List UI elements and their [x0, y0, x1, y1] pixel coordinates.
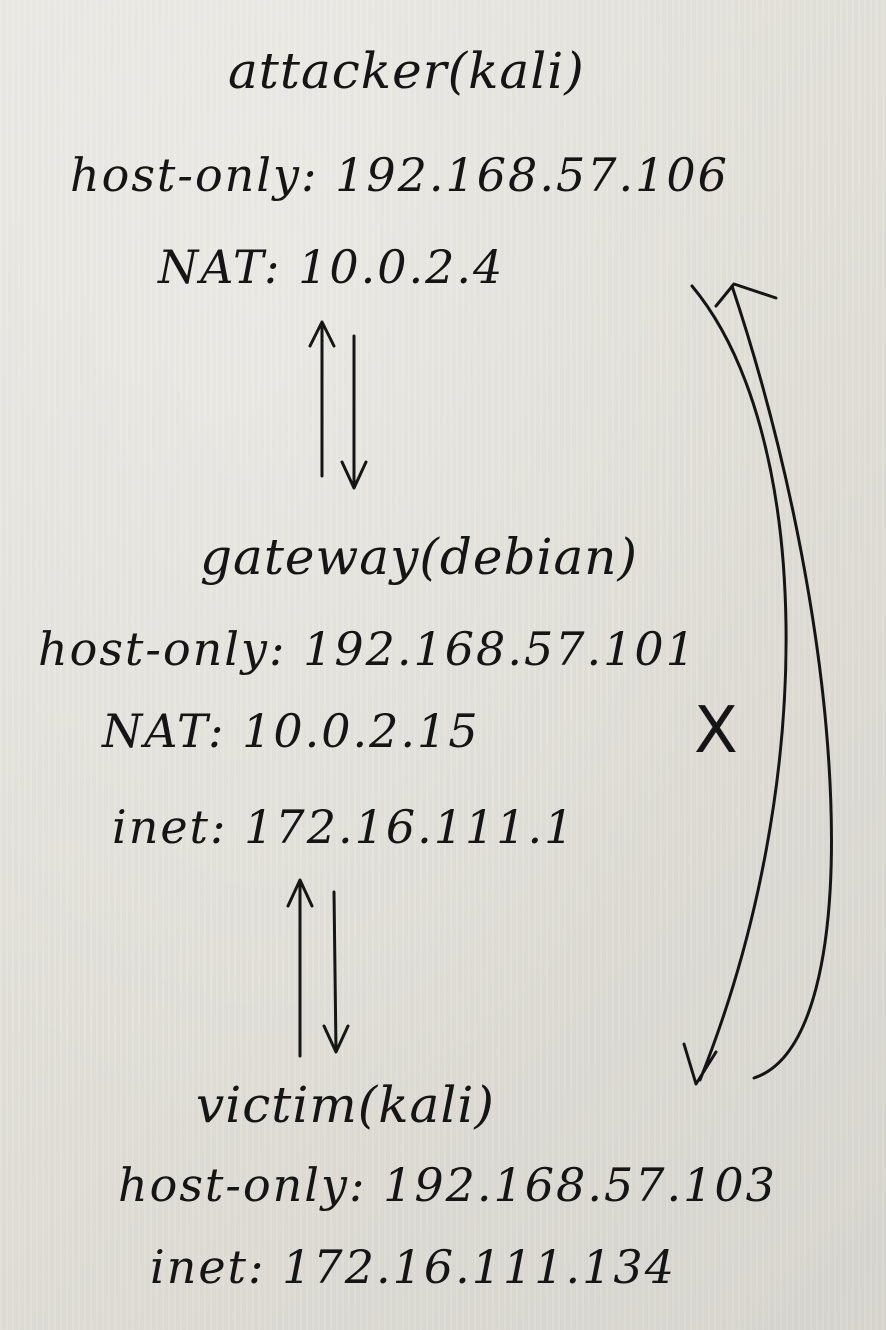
arrow-victim-to-gateway — [286, 878, 314, 1058]
victim-inet: inet: 172.16.111.134 — [150, 1240, 676, 1294]
victim-host-only: host-only: 192.168.57.103 — [118, 1158, 777, 1212]
gateway-victim-link — [286, 878, 350, 1058]
arrow-gateway-to-attacker — [308, 320, 336, 478]
gateway-title: gateway(debian) — [200, 528, 638, 586]
attacker-gateway-link — [308, 320, 368, 490]
gateway-inet: inet: 172.16.111.1 — [112, 800, 576, 854]
attacker-title: attacker(kali) — [228, 42, 585, 100]
arrow-attacker-to-gateway — [340, 334, 368, 490]
gateway-nat: NAT: 10.0.2.15 — [102, 704, 480, 758]
victim-title: victim(kali) — [196, 1076, 495, 1134]
arrow-victim-to-attacker — [714, 282, 833, 1080]
attacker-nat: NAT: 10.0.2.4 — [158, 240, 505, 294]
arrow-attacker-to-victim — [682, 284, 788, 1086]
gateway-host-only: host-only: 192.168.57.101 — [38, 622, 697, 676]
arrow-gateway-to-victim — [322, 890, 350, 1054]
blocked-link-mark: X — [694, 694, 738, 768]
attacker-host-only: host-only: 192.168.57.106 — [70, 148, 729, 202]
